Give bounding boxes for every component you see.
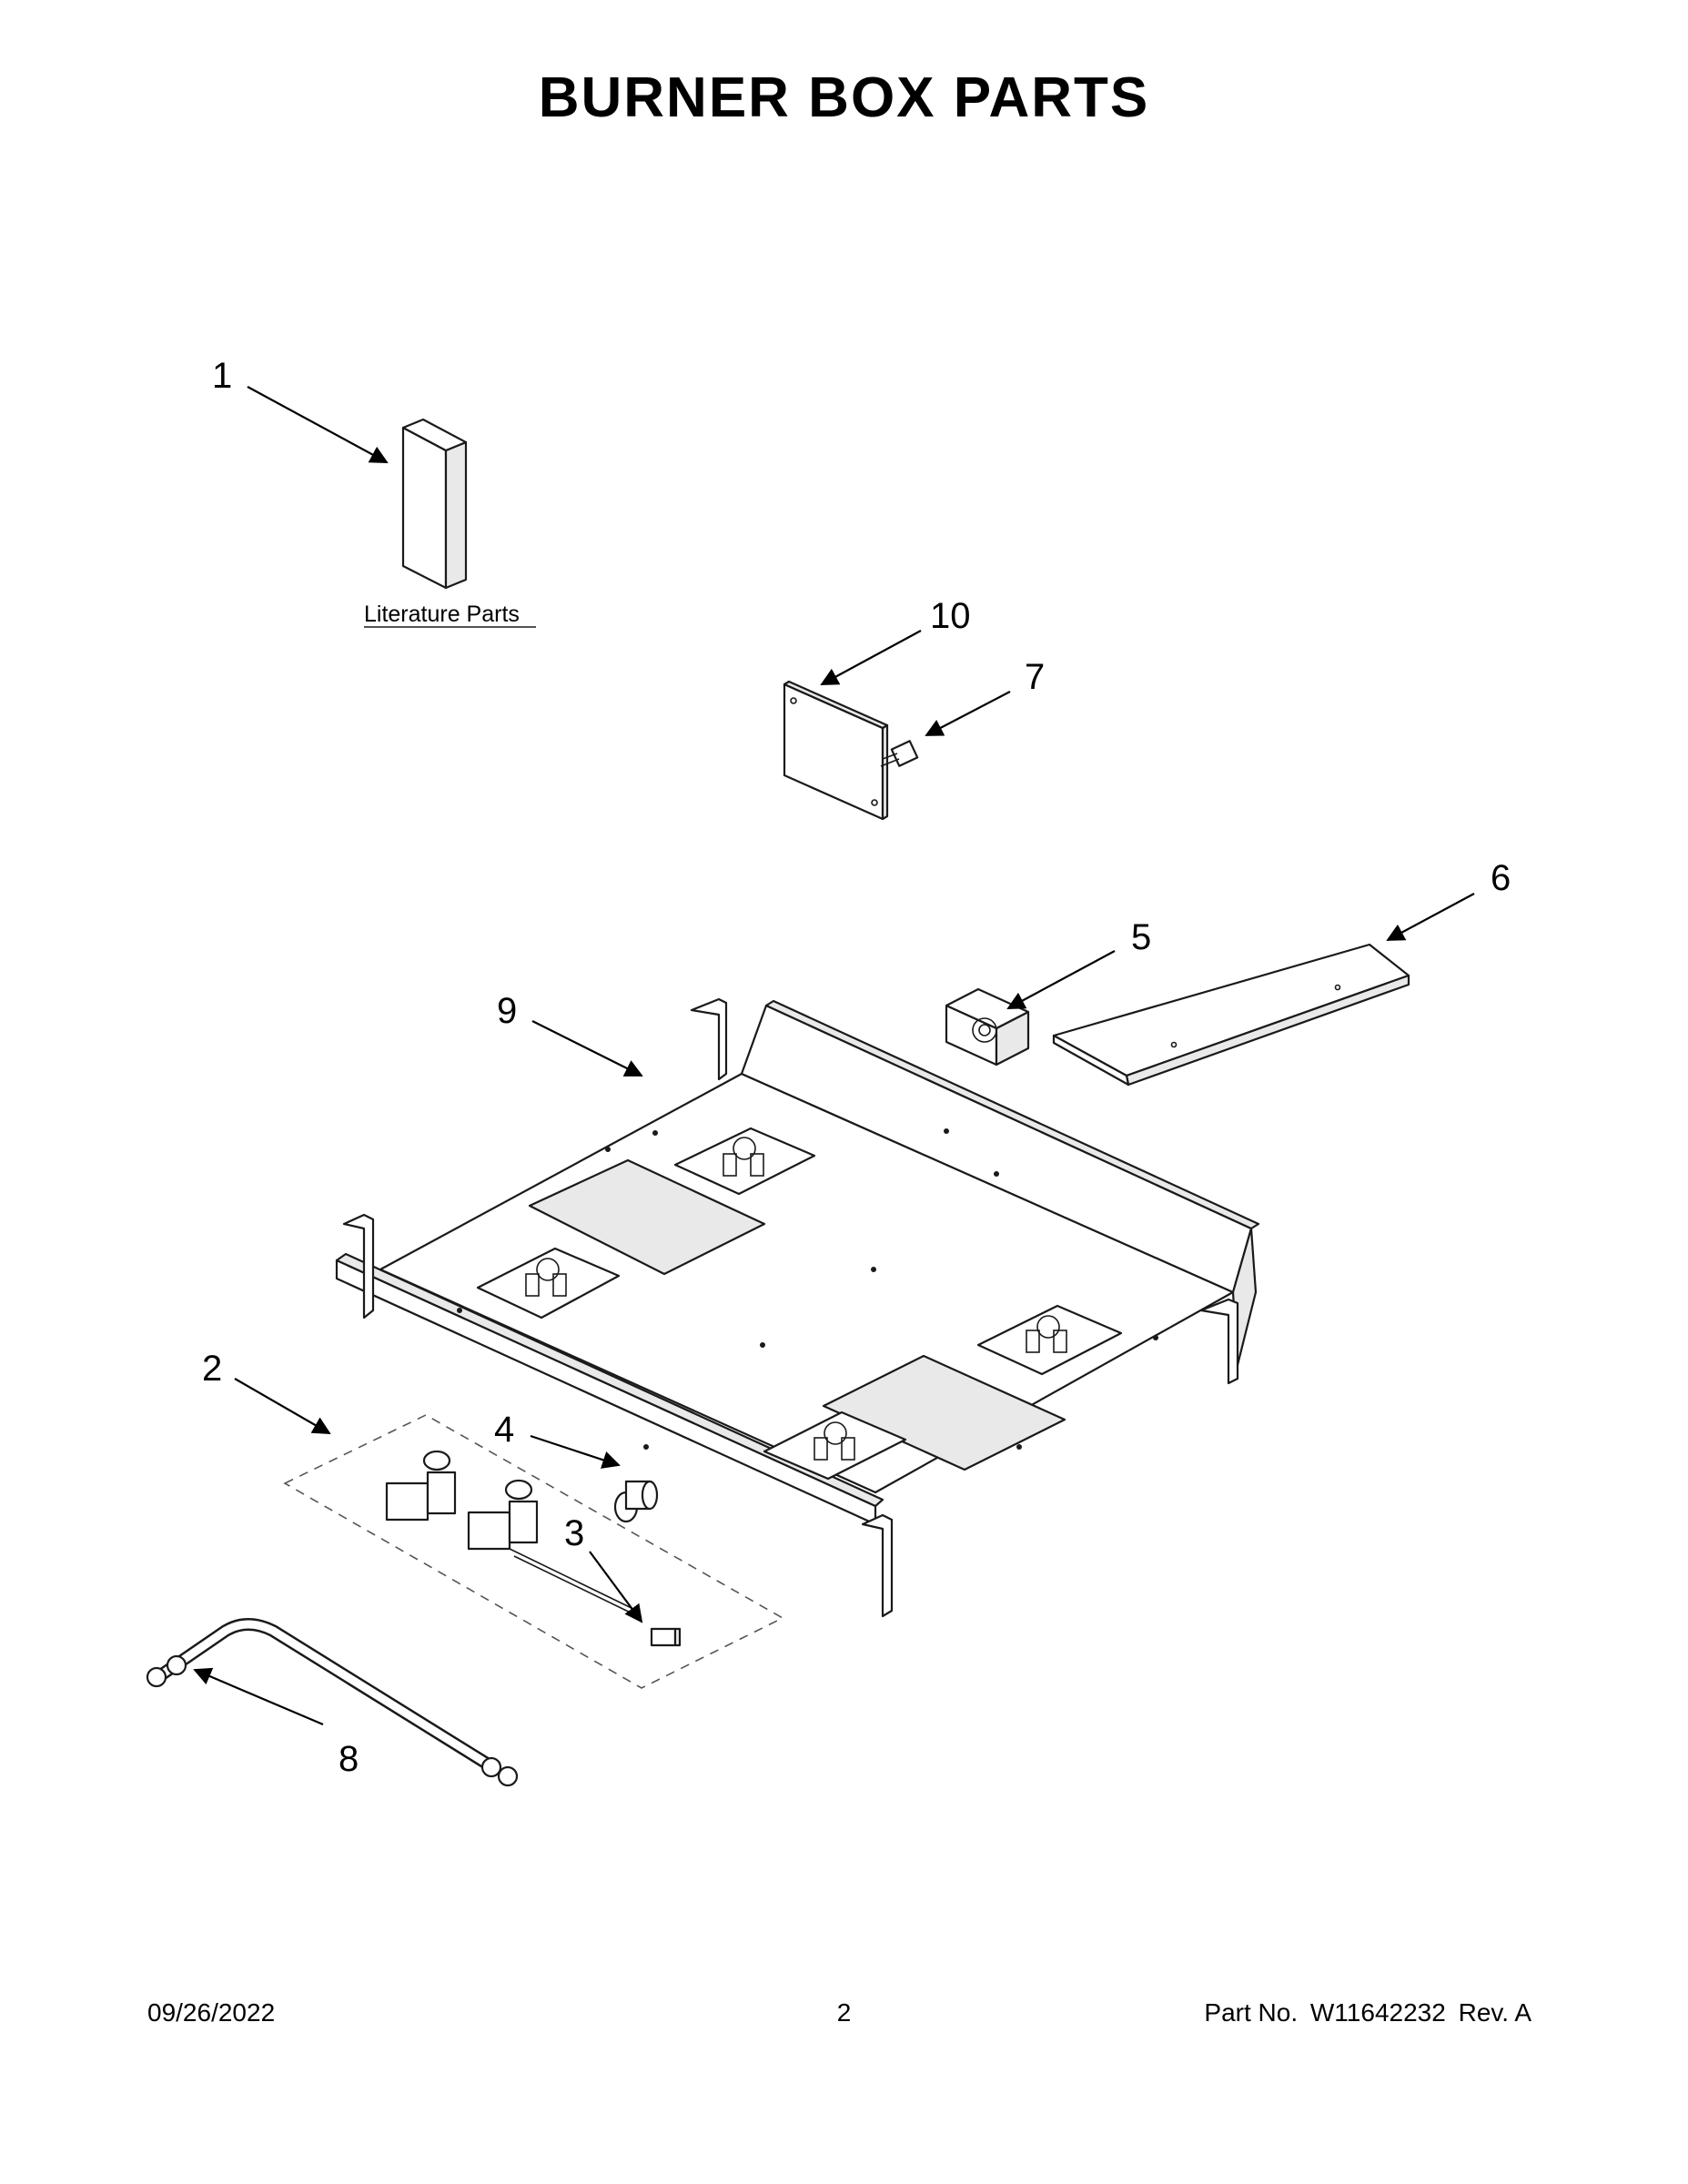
leader-8 bbox=[193, 1667, 324, 1726]
callout-2: 2 bbox=[202, 1349, 222, 1389]
wire-harness-connector[interactable] bbox=[650, 1627, 682, 1647]
callout-5: 5 bbox=[1131, 917, 1151, 957]
literature-booklet[interactable] bbox=[401, 418, 468, 590]
leader-1 bbox=[247, 386, 389, 463]
gas-valve-assembly[interactable] bbox=[385, 1450, 642, 1619]
footer-date: 09/26/2022 bbox=[147, 1998, 276, 2027]
callout-10: 10 bbox=[930, 596, 971, 636]
leader-4 bbox=[530, 1434, 621, 1469]
callout-7: 7 bbox=[1025, 657, 1045, 697]
callout-6: 6 bbox=[1491, 858, 1511, 898]
footer-part-info: Part No. W11642232 Rev. A bbox=[1198, 1998, 1531, 2027]
screw[interactable] bbox=[880, 740, 919, 767]
leader-3 bbox=[589, 1551, 643, 1623]
burner-box-base[interactable] bbox=[335, 997, 1260, 1618]
gas-inlet-fitting[interactable] bbox=[613, 1480, 659, 1523]
footer-part-number: W11642232 bbox=[1309, 1998, 1446, 2027]
leader-5 bbox=[1006, 950, 1116, 1009]
callout-1: 1 bbox=[212, 356, 232, 396]
bracket-plate[interactable] bbox=[783, 680, 889, 821]
leader-2 bbox=[234, 1378, 331, 1434]
leader-6 bbox=[1386, 893, 1475, 941]
footer-part-label: Part No. bbox=[1204, 1998, 1299, 2027]
leader-7 bbox=[925, 691, 1011, 736]
callout-9: 9 bbox=[497, 991, 517, 1031]
cover-panel[interactable] bbox=[1052, 943, 1410, 1087]
callout-8: 8 bbox=[339, 1739, 359, 1779]
gas-tube[interactable] bbox=[146, 1618, 519, 1787]
page-title: BURNER BOX PARTS bbox=[538, 66, 1150, 129]
valve-assembly-region bbox=[283, 1414, 784, 1689]
literature-parts-label: Literature Parts bbox=[364, 602, 520, 627]
leader-9 bbox=[531, 1020, 643, 1077]
igniter-module[interactable] bbox=[945, 987, 1030, 1067]
callout-4: 4 bbox=[494, 1410, 514, 1450]
leader-10 bbox=[820, 630, 922, 685]
callout-3: 3 bbox=[564, 1513, 584, 1553]
footer-revision: Rev. A bbox=[1458, 1998, 1531, 2027]
footer-page-number: 2 bbox=[836, 1998, 852, 2027]
